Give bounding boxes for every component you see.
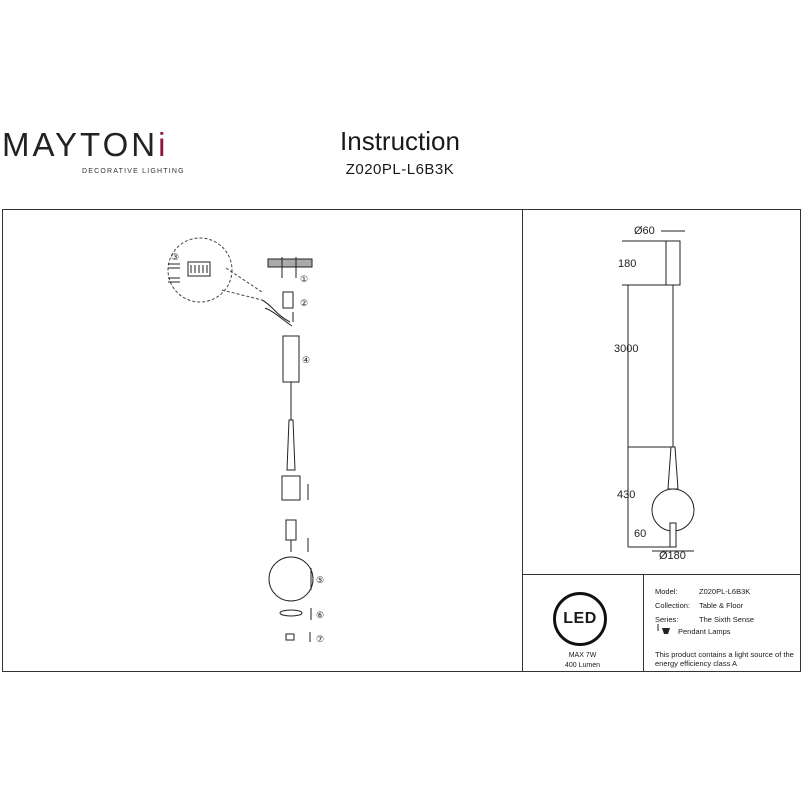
dimension-drawing: Ø60 180 3000 430 60 Ø180 bbox=[614, 225, 695, 562]
dimension-label: 60 bbox=[634, 528, 646, 540]
spec-collection: Collection: Table & Floor bbox=[655, 602, 743, 610]
wire-connector-detail: ③ bbox=[167, 237, 263, 303]
canopy-outline bbox=[665, 240, 681, 286]
dimension-label: 180 bbox=[618, 258, 636, 270]
spec-value: Table & Floor bbox=[699, 601, 744, 610]
led-lumen: 400 Lumen bbox=[564, 662, 601, 669]
dimension-label: 430 bbox=[617, 489, 635, 501]
dimension-label: 3000 bbox=[614, 343, 638, 355]
spec-label: Series: bbox=[655, 615, 679, 624]
brand-name: MAYTON bbox=[2, 126, 159, 163]
led-badge: LED bbox=[553, 592, 607, 646]
spec-value: The Sixth Sense bbox=[699, 615, 755, 624]
assembly-diagram: ③ ① ② ④ ⑤ ⑥ ⑦ bbox=[167, 237, 324, 644]
instruction-sheet-frame bbox=[2, 209, 801, 672]
led-max-power: MAX 7W bbox=[568, 652, 597, 659]
dimension-label: Ø60 bbox=[634, 225, 655, 237]
brand-name-accent: i bbox=[158, 126, 169, 163]
panel-divider bbox=[522, 574, 801, 575]
spec-value: Z020PL-L6B3K bbox=[699, 587, 751, 596]
document-model: Z020PL-L6B3K bbox=[345, 161, 455, 178]
pendant-lamp-icon bbox=[657, 624, 670, 634]
step-label: ④ bbox=[302, 355, 310, 365]
canopy bbox=[282, 335, 300, 383]
spec-model: Model: Z020PL-L6B3K bbox=[655, 588, 750, 596]
panel-divider bbox=[643, 574, 644, 672]
panel-divider bbox=[522, 209, 523, 672]
mounting-bracket bbox=[282, 291, 294, 309]
glass-shade bbox=[268, 556, 314, 602]
spec-label: Collection: bbox=[655, 601, 691, 610]
step-label: ① bbox=[300, 274, 308, 284]
step-label: ② bbox=[300, 298, 308, 308]
energy-note: This product contains a light source of … bbox=[655, 650, 794, 668]
ceiling-plate bbox=[267, 258, 313, 268]
brand-logo: MAYTONi DECORATIVE LIGHTING bbox=[2, 126, 184, 175]
document-title: Instruction bbox=[340, 126, 460, 156]
step-label: ⑦ bbox=[316, 634, 324, 644]
dimension-label: Ø180 bbox=[659, 550, 686, 562]
step-label: ⑥ bbox=[316, 610, 324, 620]
step-label: ③ bbox=[171, 252, 179, 262]
spec-series: Series: The Sixth Sense bbox=[655, 616, 754, 624]
led-power: MAX 7W 400 Lumen bbox=[522, 651, 643, 671]
step-label: ⑤ bbox=[316, 575, 324, 585]
brand-tagline: DECORATIVE LIGHTING bbox=[82, 168, 185, 175]
spec-type: Pendant Lamps bbox=[678, 627, 731, 636]
spec-label: Model: bbox=[655, 587, 678, 596]
